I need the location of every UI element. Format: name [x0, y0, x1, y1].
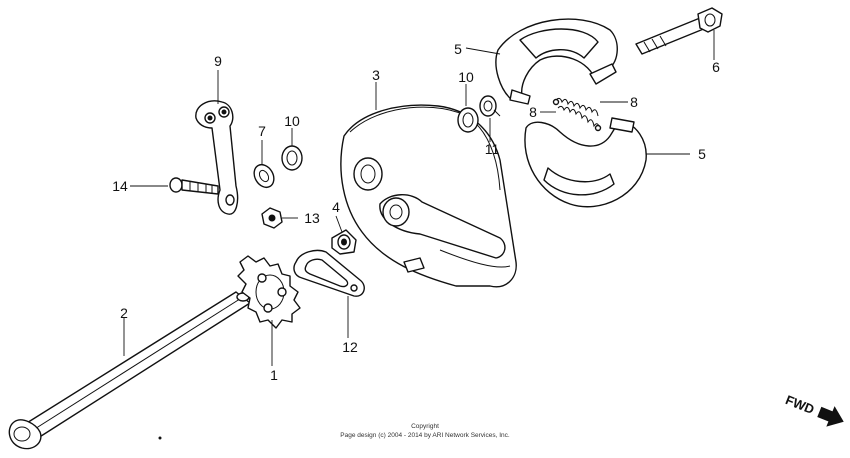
callout-14: 14	[112, 178, 128, 194]
callout-8-right: 8	[630, 94, 638, 110]
fwd-indicator: FWD	[783, 392, 844, 427]
callout-10-left: 10	[284, 113, 300, 129]
part-clip	[479, 95, 501, 117]
part-brake-shoe-upper	[495, 18, 618, 105]
copyright-line-1: Copyright	[411, 423, 439, 430]
part-cam-bolt	[635, 7, 723, 55]
callout-8-left: 8	[529, 104, 537, 120]
callout-6: 6	[712, 59, 720, 75]
callout-7: 7	[258, 123, 266, 139]
part-axle	[8, 291, 251, 450]
callout-3: 3	[372, 67, 380, 83]
callout-1: 1	[270, 367, 278, 383]
part-seal-left	[281, 145, 303, 171]
part-seal-right	[457, 107, 479, 133]
part-brake-shoe-lower	[524, 117, 647, 208]
part-plate	[293, 249, 365, 297]
fwd-label: FWD	[783, 392, 816, 417]
callout-4: 4	[332, 199, 340, 215]
part-brake-arm	[195, 100, 239, 215]
part-nut	[261, 207, 283, 229]
callout-5-upper: 5	[454, 41, 462, 57]
part-collar	[331, 229, 357, 255]
callout-9: 9	[214, 53, 222, 69]
part-springs	[552, 97, 602, 132]
callout-5-lower: 5	[698, 146, 706, 162]
arrow-right-icon	[817, 406, 844, 427]
callout-labels: 1 2 3 4 5 5 6 7 8 8 9 10 10 11 12 13 14	[112, 41, 720, 383]
callout-12: 12	[342, 339, 358, 355]
part-washer	[253, 163, 275, 189]
callout-13: 13	[304, 210, 320, 226]
part-arm-bolt	[169, 177, 219, 195]
callout-10-right: 10	[458, 69, 474, 85]
part-brake-panel	[340, 104, 517, 288]
callout-11: 11	[485, 141, 500, 157]
copyright-line-2: Page design (c) 2004 - 2014 by ARI Netwo…	[340, 432, 510, 439]
leader-lines	[123, 30, 715, 366]
callout-2: 2	[120, 305, 128, 321]
stray-dot	[158, 436, 162, 440]
part-sprocket	[237, 255, 301, 329]
